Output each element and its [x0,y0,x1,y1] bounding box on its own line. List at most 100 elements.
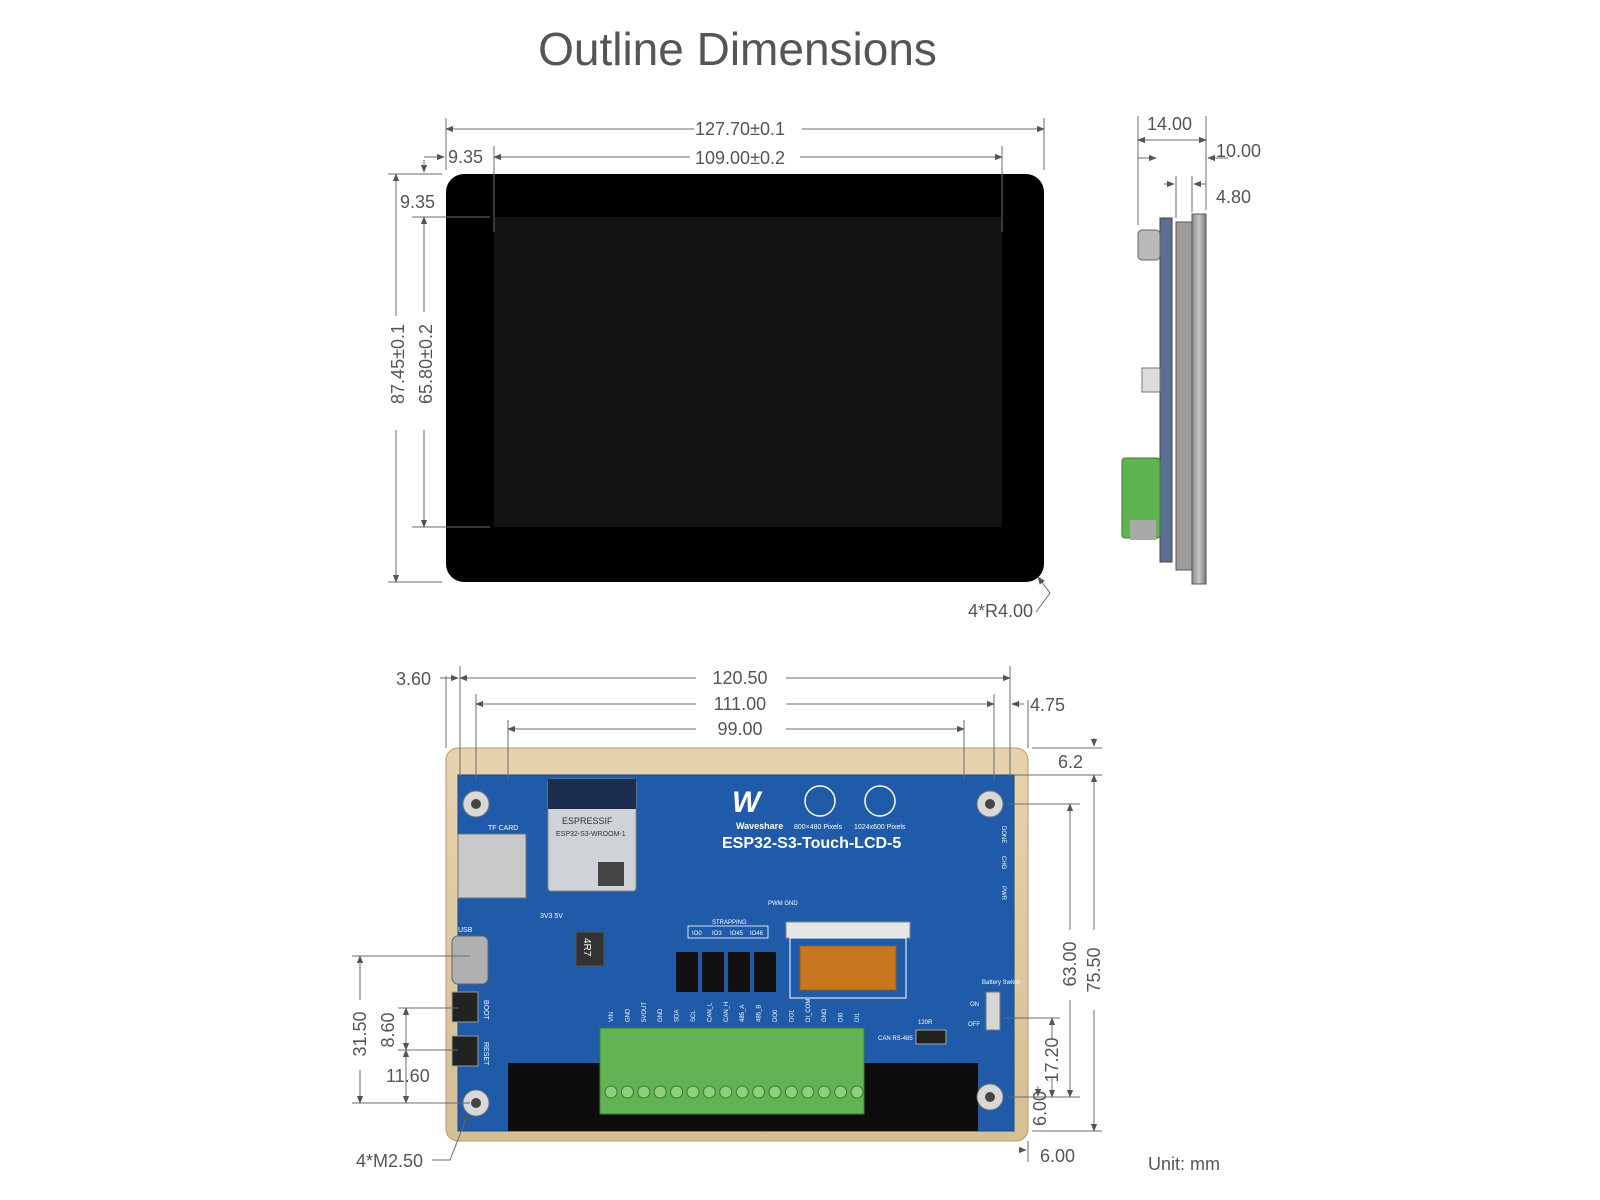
terminal-screw [702,1085,716,1099]
dim-inner-width: 99.00 [717,719,762,739]
terminal-screw [686,1085,700,1099]
pin-label: DI_COM [806,999,812,1022]
terminal-screw [784,1085,798,1099]
pin-label: 5VOUT [642,1002,648,1022]
pin-label: DI1 [855,1012,861,1022]
terminal-screw [620,1085,634,1099]
tf-card-label: TF CARD [488,825,518,832]
dim-display-height: 65.80±0.2 [416,324,436,404]
terminal-screw [604,1085,618,1099]
tf-card-slot [457,833,527,899]
reset-button [451,1035,479,1067]
brand-label: Waveshare [736,821,783,831]
side-panel [1175,221,1193,571]
dim-overall-height: 87.45±0.1 [388,324,408,404]
terminal-screw [637,1085,651,1099]
terminal-block [599,1027,865,1115]
side-connector-top [1137,229,1161,261]
pin-label: GND [625,1008,631,1022]
pwm-gnd-label: PWM GND [768,901,798,907]
unit-label: Unit: mm [1148,1154,1220,1174]
pin-label: DO0 [773,1009,779,1022]
battery-switch-label: Battery Switch [982,980,1020,986]
usb-c-port [451,935,489,985]
pin-label: 485_B [757,1005,763,1022]
chg-label: CHG [1000,856,1006,870]
battery-switch [985,991,1001,1031]
boot-label: BOOT [482,1000,489,1021]
terminal-screw [719,1085,733,1099]
fpc-connector [785,921,911,939]
usb-label: USB [458,927,473,934]
pin-label: SCL [691,1010,697,1022]
waveshare-logo: W [732,786,763,819]
pin-label: VIN [609,1012,615,1022]
boot-button [451,991,479,1023]
dim-right-offset: 4.75 [1030,695,1065,715]
dim-top-offset: 6.2 [1058,752,1083,772]
terminal-screw [801,1085,815,1099]
pin-label: DO1 [789,1009,795,1022]
pin-label: GND [822,1008,828,1022]
dim-mount-holes: 4*M2.50 [356,1151,423,1171]
side-pcb [1159,217,1173,563]
dim-board-height: 75.50 [1084,947,1104,992]
front-view: 127.70±0.1 109.00±0.2 9.35 9.35 87.45±0.… [388,118,1051,621]
page-title: Outline Dimensions [538,23,937,75]
io-label-0: IO0 [692,931,702,937]
dim-top-margin: 9.35 [400,192,435,212]
terminal-screw [735,1085,749,1099]
done-label: DONE [1000,826,1006,843]
dim-panel-depth: 10.00 [1216,141,1261,161]
terminal-screw [752,1085,766,1099]
switch-on: ON [970,1002,979,1008]
terminal-screw [817,1085,831,1099]
module-name: ESP32-S3-WROOM-1 [556,831,626,838]
dim-display-width: 109.00±0.2 [695,148,785,168]
dim-switch-offset: 17.20 [1042,1037,1062,1082]
strapping-label: STRAPPING [712,920,747,926]
side-glass [1191,213,1207,585]
dim-usb-offset: 31.50 [350,1011,370,1056]
can-switch [915,1029,947,1045]
res-option-a [804,785,836,817]
dim-left-offset: 3.60 [396,669,431,689]
dim-overall-width: 127.70±0.1 [695,119,785,139]
dim-mount-span: 120.50 [712,668,767,688]
reset-label: RESET [482,1042,489,1066]
back-view: ESPRESSIF ESP32-S3-WROOM-1 TF CARD USB B… [350,666,1220,1174]
dim-total-depth: 14.00 [1147,114,1192,134]
resolution-b: 1024x600 Pixels [854,824,906,831]
pwr-label: PWR [1000,886,1006,901]
terminal-screw [768,1085,782,1099]
terminal-screw [670,1085,684,1099]
model-label: ESP32-S3-Touch-LCD-5 [722,835,901,852]
r120-label: 120R [918,1020,933,1026]
dim-corner-radius: 4*R4.00 [968,601,1033,621]
io-label-3: IO46 [750,931,764,937]
pin-label: 485_A [740,1005,746,1022]
voltage-label: 3V3 5V [540,913,563,920]
module-brand: ESPRESSIF [562,816,613,826]
switch-off: OFF [968,1022,980,1028]
resolution-a: 800×480 Pixels [794,824,843,831]
dim-bottom-offset-v: 6.00 [1030,1091,1050,1126]
dim-frame-width: 111.00 [714,694,766,714]
dim-bottom-offset-h: 6.00 [1040,1146,1075,1166]
pin-label: SDA [675,1010,681,1022]
dim-hole-spacing: 63.00 [1060,941,1080,986]
pin-label: CAN_L [707,1002,713,1022]
can-label: CAN RS-485 [878,1036,913,1042]
terminal-screw [834,1085,848,1099]
lcd-active-area [494,217,1002,527]
inductor-label: 4R7 [581,938,592,957]
side-connector-mid [1141,367,1161,393]
pin-label: CAN_H [724,1002,730,1022]
pin-label: DI0 [839,1012,845,1022]
dim-reset-offset: 11.60 [386,1066,430,1086]
io-label-2: IO45 [730,931,744,937]
dim-glass-depth: 4.80 [1216,187,1251,207]
io-label-1: IO3 [712,931,722,937]
res-option-b [864,785,896,817]
